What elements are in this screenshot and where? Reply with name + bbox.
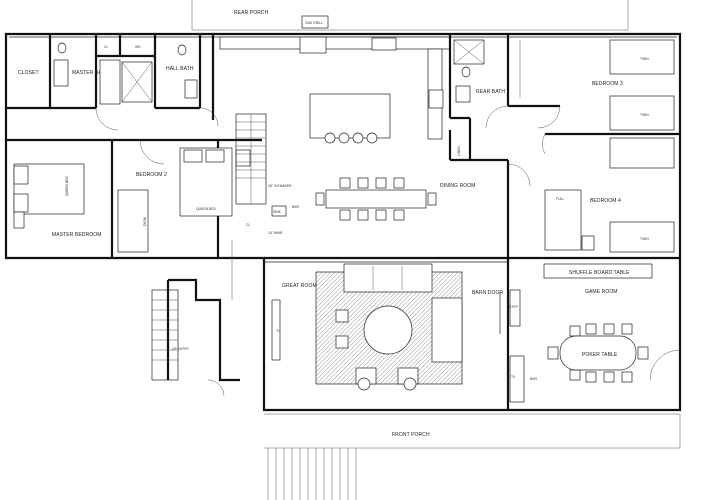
front-porch-label: FRONT PORCH [392,432,430,438]
twin-label: TWIN [640,237,649,241]
dining-room-label: DINING ROOM [440,183,476,189]
stairs [236,114,266,204]
front-steps [267,448,357,500]
left-wing-walls: CLOSET MASTER BATH CL WD HALL BATH [6,34,262,258]
twin-bed [609,39,675,75]
linen-label: LINEN [457,145,461,156]
range [299,36,327,54]
poker-table: POKER TABLE [547,323,649,383]
bar2-label: BAR [530,377,538,381]
icemaker-label: 18" ICEMAKER [268,184,292,188]
desk-label: DESK [143,216,147,226]
tv-game [509,355,525,403]
tv-game-label: TV [511,375,516,379]
front-porch: FRONT PORCH [264,413,681,500]
great-room-label: GREAT ROOM [282,283,317,289]
twin-bed [609,95,675,131]
toilet-icon [57,42,67,54]
vanity [455,85,471,103]
bedroom-4: TWIN FULL BEDROOM 4 [544,137,675,253]
bedroom-3: TWIN TWIN BEDROOM 3 [519,39,675,131]
twin-bed [609,221,675,253]
sofa [343,263,433,293]
cooktop [428,89,444,109]
rear-porch-label: REAR PORCH [234,10,269,16]
bathtub [99,59,121,105]
rear-bath-label: REAR BATH [476,89,505,95]
step-label: STEP [509,305,519,309]
bed-label: QUEEN BED [196,207,217,211]
cl-stair-label: CL [246,223,250,227]
desk [117,189,149,253]
toilet-icon [177,44,187,56]
ottoman [335,335,349,349]
master-bedroom: QUEEN BED MASTER BEDROOM [13,163,101,238]
poker-table-label: POKER TABLE [582,352,618,358]
bedroom-2: BEDROOM 2 QUEEN BED DESK [117,147,251,253]
tv-console [271,299,281,361]
up-entry-label: UP ENTRY [172,347,190,351]
shuffle-board-label: SHUFFLE BOARD TABLE [569,270,630,276]
stool-icon [338,132,350,144]
bedroom-3-label: BEDROOM 3 [592,81,623,87]
kitchen-island [309,93,391,139]
closet-label: CLOSET [18,70,39,76]
bar-label: BAR [292,205,300,209]
stair-hall: CL 18" ICEMAKER BAR SINK 24" WINE [235,113,300,235]
vanity [184,79,198,99]
counter-top [219,36,451,50]
coffee-table [363,305,413,355]
kitchen [219,36,451,144]
bedroom-2-label: BEDROOM 2 [136,172,167,178]
full-label: FULL [556,197,564,201]
bed-label: QUEEN BED [65,175,69,196]
stool-icon [366,132,378,144]
shuffle-board-table [543,263,653,279]
stool-icon [352,132,364,144]
sofa [431,297,463,363]
game-room-label: GAME ROOM [585,289,618,295]
wine-label: 24" WINE [268,231,284,235]
tv-great-label: TV [276,329,281,333]
twin-label: TWIN [640,113,649,117]
nightstand [581,235,595,251]
master-bedroom-label: MASTER BEDROOM [52,232,101,238]
step [509,289,521,327]
gas-grill-label: GAS GRILL [305,21,323,25]
vanity [53,59,69,87]
wd-label: WD [135,45,141,49]
hall-bath-label: HALL BATH [166,66,194,72]
gas-grill: GAS GRILL [301,15,329,29]
great-room: GREAT ROOM TV BARN DOOR [264,256,680,391]
twin-bed [609,137,675,169]
cl-label: CL [104,45,108,49]
entry-stair: UP ENTRY [151,240,240,397]
stool-icon [324,132,336,144]
kitchen-sink [371,37,397,51]
master-bath-label: MASTER BATH [72,70,109,76]
ottoman [335,309,349,323]
right-wing-walls: REAR BATH LINEN [448,34,680,258]
game-room: STEP TV BAR SHUFFLE BOARD TABLE GAME ROO… [506,258,681,410]
full-bed [544,189,582,251]
barn-door-label: BARN DOOR [472,290,503,296]
toilet-icon [461,66,471,78]
bedroom-4-label: BEDROOM 4 [590,198,621,204]
sink-label: SINK [273,210,282,214]
rear-porch: REAR PORCH [191,0,629,31]
dining-table: DINING ROOM [315,177,476,221]
twin-label: TWIN [640,57,649,61]
